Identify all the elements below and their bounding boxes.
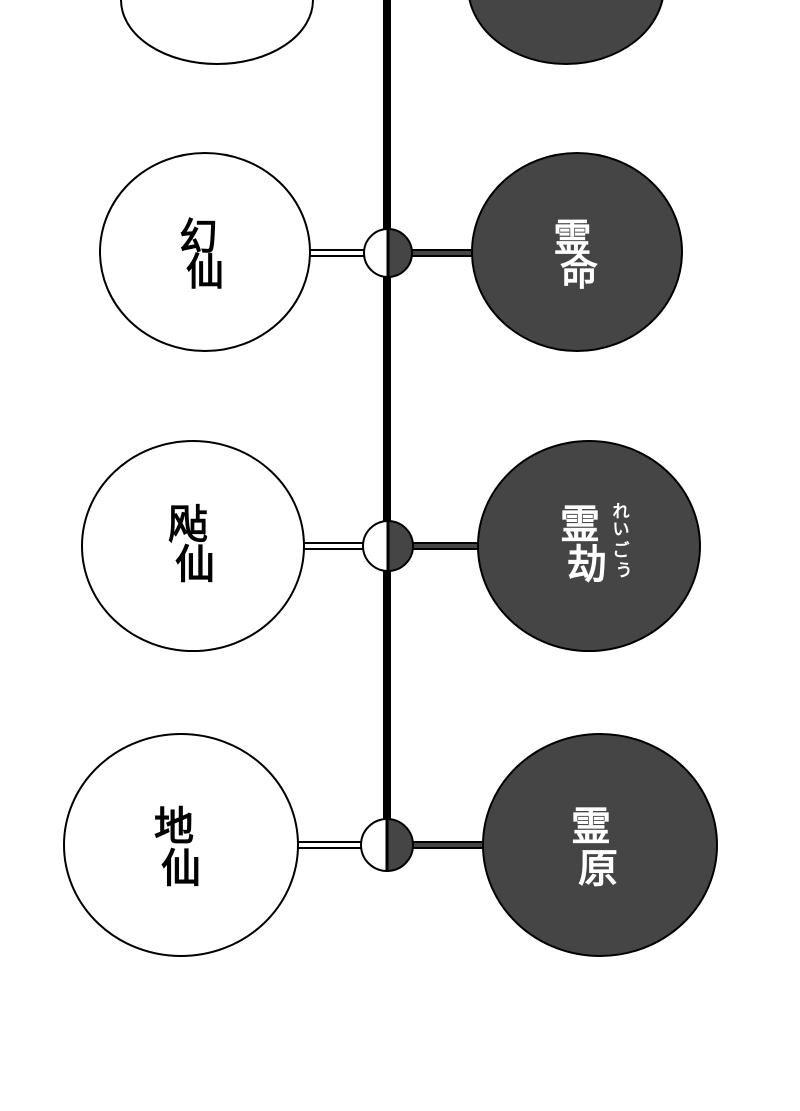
right-node-3 — [482, 733, 718, 957]
left-node-3-label: 地 仙 — [154, 804, 208, 892]
right-node-1 — [471, 152, 683, 352]
right-node-2-ruby: れ い ご う — [613, 502, 636, 581]
left-node-1 — [99, 152, 311, 352]
row-3: 地 仙 霊 原 — [63, 733, 718, 957]
ruby-char-2: い — [613, 520, 630, 540]
right-node-3-char-2: 原 — [578, 846, 618, 892]
left-node-3-char-1: 地 — [154, 804, 194, 850]
left-node-1-char-1: 幻 — [179, 215, 217, 259]
ruby-char-1: れ — [613, 502, 630, 522]
row-1: 幻 仙 霊 命 — [99, 152, 683, 352]
right-node-3-label: 霊 原 — [571, 804, 625, 892]
right-node-1-label: 霊 命 — [553, 216, 604, 294]
left-node-2-char-2: 仙 — [175, 542, 215, 588]
junction-node-2 — [362, 520, 414, 572]
right-node-3-char-1: 霊 — [571, 804, 611, 850]
right-node-2 — [477, 440, 701, 652]
left-node-2-label: 飐 仙 — [168, 502, 222, 588]
ruby-char-3: ご — [613, 540, 631, 561]
row-0 — [120, 0, 664, 65]
right-node-2-label: 霊 劫 — [560, 502, 614, 588]
left-node-3 — [63, 733, 299, 957]
ruby-char-4: う — [616, 561, 633, 581]
left-node-2-char-1: 飐 — [168, 502, 208, 548]
left-node-1-char-2: 仙 — [186, 250, 224, 294]
left-node-2 — [81, 440, 305, 652]
right-node-1-char-1: 霊 — [553, 216, 591, 260]
right-node-2-char-1: 霊 — [560, 502, 600, 548]
junction-node-3 — [360, 818, 414, 872]
junction-node-1 — [363, 228, 413, 278]
right-node-1-char-2: 命 — [560, 250, 598, 294]
row-2: 飐 仙 霊 劫 れ い ご う — [81, 440, 701, 652]
right-node-2-char-2: 劫 — [567, 542, 607, 588]
right-node-0 — [468, 0, 664, 65]
left-node-0 — [120, 0, 314, 65]
left-node-1-label: 幻 仙 — [179, 215, 230, 294]
left-node-3-char-2: 仙 — [161, 846, 201, 892]
